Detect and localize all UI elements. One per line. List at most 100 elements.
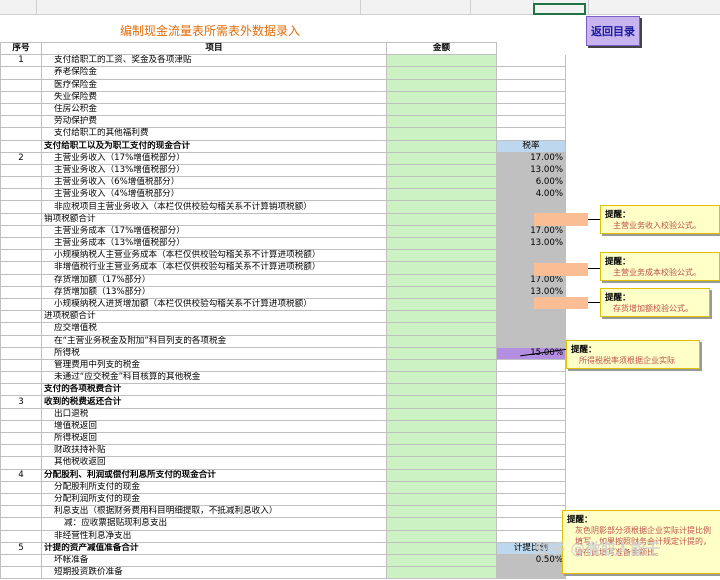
rate-cell[interactable]: 17.00% <box>496 273 566 287</box>
amount-input-cell[interactable] <box>386 90 497 104</box>
rate-cell[interactable]: 17.00% <box>496 224 566 239</box>
amount-input-cell[interactable] <box>386 358 497 373</box>
rate-cell[interactable] <box>496 566 566 580</box>
amount-input-cell[interactable] <box>386 273 497 287</box>
rate-cell[interactable]: 13.00% <box>496 285 566 299</box>
amount-input-cell[interactable] <box>386 492 497 507</box>
row-item-label: 分配股利所支付的现金 <box>41 480 387 494</box>
amount-input-cell[interactable] <box>386 261 497 275</box>
amount-input-cell[interactable] <box>386 334 497 348</box>
row-item-label: 增值税返回 <box>41 419 387 434</box>
extra-empty-cell <box>496 102 566 117</box>
row-seq <box>0 212 42 226</box>
row-item-label: 收到的税费返还合计 <box>41 395 387 409</box>
rate-cell[interactable] <box>496 200 566 214</box>
amount-input-cell[interactable] <box>386 395 497 409</box>
amount-input-cell[interactable] <box>386 541 497 555</box>
tip-inventory-text: 存货增加额校验公式。 <box>613 304 693 313</box>
tip-provision-head: 提醒： <box>567 515 593 525</box>
amount-input-cell[interactable] <box>386 224 497 239</box>
table-row: 短期投资跌价准备 <box>0 566 566 580</box>
rate-cell[interactable] <box>496 310 566 324</box>
amount-input-cell[interactable] <box>386 188 497 202</box>
rate-cell[interactable] <box>496 249 566 263</box>
amount-input-cell[interactable] <box>386 480 497 494</box>
row-seq <box>0 188 42 202</box>
row-item-label: 支付的各项税费合计 <box>41 383 387 397</box>
amount-input-cell[interactable] <box>386 102 497 117</box>
amount-input-cell[interactable] <box>386 212 497 226</box>
amount-input-cell[interactable] <box>386 310 497 324</box>
amount-input-cell[interactable] <box>386 78 497 92</box>
amount-input-cell[interactable] <box>386 163 497 178</box>
table-row: 销项税额合计 <box>0 212 566 226</box>
row-seq <box>0 492 42 507</box>
rate-cell[interactable] <box>496 334 566 348</box>
table-row: 住房公积金 <box>0 102 566 117</box>
row-item-label: 未通过“应交税金”科目核算的其他税金 <box>41 371 387 385</box>
column-header-bar <box>0 0 720 15</box>
row-seq <box>0 529 42 543</box>
row-seq <box>0 346 42 360</box>
table-row: 主营业务收入（6%增值税部分）6.00% <box>0 176 566 190</box>
row-seq <box>0 322 42 336</box>
row-seq: 5 <box>0 541 42 555</box>
amount-input-cell[interactable] <box>386 553 497 568</box>
amount-input-cell[interactable] <box>386 566 497 580</box>
extra-empty-cell <box>496 419 566 434</box>
tip-cost-text: 主营业务成本校验公式。 <box>613 268 701 277</box>
amount-input-cell[interactable] <box>386 297 497 312</box>
amount-input-cell[interactable] <box>386 151 497 165</box>
amount-input-cell[interactable] <box>386 456 497 470</box>
rate-cell[interactable]: 4.00% <box>496 188 566 202</box>
row-seq <box>0 200 42 214</box>
amount-input-cell[interactable] <box>386 249 497 263</box>
row-item-label: 非增值税行业主营业务成本（本栏仅供校验勾稽关系不计算进项税额） <box>41 261 387 275</box>
amount-input-cell[interactable] <box>386 236 497 251</box>
amount-input-cell[interactable] <box>386 431 497 446</box>
row-item-label: 管理费用中列支的税金 <box>41 358 387 373</box>
amount-input-cell[interactable] <box>386 127 497 141</box>
extra-empty-cell <box>496 127 566 141</box>
tip-arrow-revenue <box>588 219 602 220</box>
rate-cell[interactable]: 税率 <box>496 139 566 153</box>
row-item-label: 其他税收返回 <box>41 456 387 470</box>
rate-cell[interactable]: 0.50% <box>496 553 566 568</box>
table-row: 存货增加额（17%部分）17.00% <box>0 273 566 287</box>
amount-input-cell[interactable] <box>386 419 497 434</box>
back-to-index-button[interactable]: 返回目录 <box>586 16 640 46</box>
amount-input-cell[interactable] <box>386 505 497 519</box>
extra-empty-cell <box>496 66 566 80</box>
amount-input-cell[interactable] <box>386 468 497 482</box>
amount-input-cell[interactable] <box>386 529 497 543</box>
amount-input-cell[interactable] <box>386 371 497 385</box>
rate-cell[interactable] <box>496 322 566 336</box>
tip-arrow-cost <box>588 268 602 269</box>
row-seq <box>0 261 42 275</box>
amount-input-cell[interactable] <box>386 517 497 531</box>
amount-input-cell[interactable] <box>386 66 497 80</box>
rate-cell[interactable]: 计提比例 <box>496 541 566 555</box>
row-item-label: 存货增加额（13%部分） <box>41 285 387 299</box>
table-row: 未通过“应交税金”科目核算的其他税金 <box>0 371 566 385</box>
extra-empty-cell <box>496 407 566 421</box>
amount-input-cell[interactable] <box>386 285 497 299</box>
rate-cell[interactable]: 6.00% <box>496 176 566 190</box>
amount-input-cell[interactable] <box>386 444 497 458</box>
selected-cell[interactable] <box>533 3 586 15</box>
rate-cell[interactable]: 13.00% <box>496 236 566 251</box>
rate-cell[interactable]: 17.00% <box>496 151 566 165</box>
rate-cell[interactable]: 13.00% <box>496 163 566 178</box>
amount-input-cell[interactable] <box>386 54 497 68</box>
amount-input-cell[interactable] <box>386 346 497 360</box>
amount-input-cell[interactable] <box>386 322 497 336</box>
amount-input-cell[interactable] <box>386 407 497 421</box>
amount-input-cell[interactable] <box>386 115 497 129</box>
amount-input-cell[interactable] <box>386 139 497 153</box>
amount-input-cell[interactable] <box>386 200 497 214</box>
amount-input-cell[interactable] <box>386 176 497 190</box>
amount-input-cell[interactable] <box>386 383 497 397</box>
